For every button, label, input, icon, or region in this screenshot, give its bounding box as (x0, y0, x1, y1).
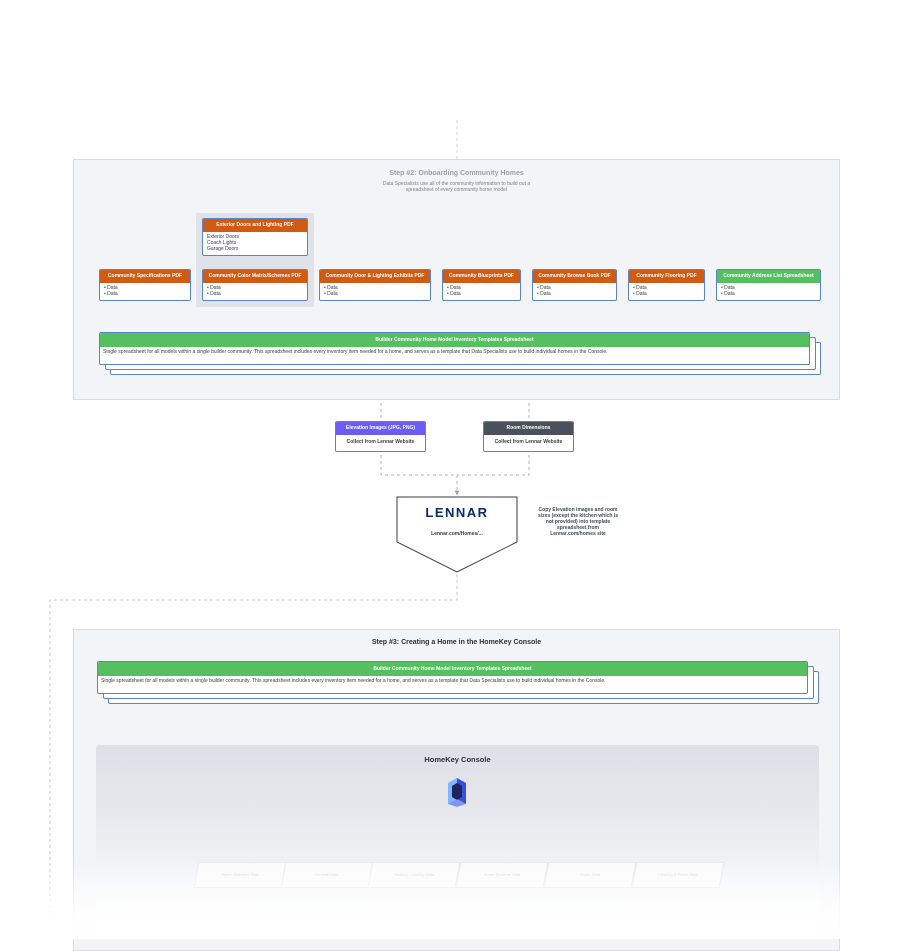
spreadsheet2-title: Builder Community Home Model Inventory T… (98, 662, 807, 676)
spreadsheet1-desc: Single spreadsheet for all models within… (103, 349, 608, 355)
console-title: HomeKey Console (424, 755, 491, 764)
exterior-line: Garage Doors (207, 246, 239, 252)
copy-note: Copy Elevation images and room sizes (ex… (528, 507, 628, 537)
exterior-doors-body: Exterior Doors Coach Lights Garage Doors (203, 232, 307, 254)
copy-note-line: sizes (except the kitchen which is (537, 513, 619, 519)
exterior-doors-header: Exterior Doors and Lighting PDF (203, 219, 307, 232)
connector-elevation-lennar (380, 455, 457, 476)
doc-card-browse-book[interactable]: Community Browse Book PDF • Data• Data (532, 269, 617, 301)
bullet: • Data (721, 291, 735, 297)
doc-card-body: • Data• Data (629, 283, 704, 299)
exterior-doors-card[interactable]: Exterior Doors and Lighting PDF Exterior… (202, 218, 308, 256)
bullet: • Data (104, 291, 118, 297)
bullet: • Data (537, 285, 551, 291)
elevation-images-card[interactable]: Elevation Images (JPG, PNG) Collect from… (335, 421, 426, 452)
bullet: • Data (324, 285, 338, 291)
bullet: • Data (633, 285, 647, 291)
bullet: • Data (104, 285, 118, 291)
doc-card-body: • Data• Data (100, 283, 190, 299)
doc-card-body: • Data• Data (203, 283, 307, 299)
room-dimensions-card[interactable]: Room Dimensions Collect from Lennar Webs… (483, 421, 574, 452)
bullet: • Data (324, 291, 338, 297)
exterior-line: Exterior Doors (207, 234, 239, 240)
doc-card-blueprints[interactable]: Community Blueprints PDF • Data• Data (442, 269, 521, 301)
step3-title: Step #3: Creating a Home in the HomeKey … (371, 639, 542, 646)
doc-card-header: Community Specifications PDF (100, 270, 190, 283)
spreadsheet2-desc: Single spreadsheet for all models within… (101, 678, 606, 684)
copy-note-line: not provided) into template (545, 519, 611, 525)
doc-card-header: Community Door & Lighting Exhibits PDF (320, 270, 430, 283)
doc-card-header: Community Blueprints PDF (443, 270, 520, 283)
bullet: • Data (537, 291, 551, 297)
step2-title: Step #2: Onboarding Community Homes (389, 170, 524, 177)
doc-card-body: • Data• Data (443, 283, 520, 299)
bottom-fade (0, 860, 915, 939)
doc-card-address-list[interactable]: Community Address List Spreadsheet • Dat… (716, 269, 821, 301)
doc-card-specifications[interactable]: Community Specifications PDF • Data• Dat… (99, 269, 191, 301)
spreadsheet2-card[interactable]: Builder Community Home Model Inventory T… (97, 661, 808, 694)
bullet: • Data (447, 285, 461, 291)
copy-note-line: Copy Elevation images and room (538, 507, 618, 513)
elevation-header: Elevation Images (JPG, PNG) (336, 422, 425, 435)
copy-note-line: Lennar.com/homes site (550, 531, 606, 537)
elevation-body: Collect from Lennar Website (346, 439, 415, 445)
lennar-shape[interactable] (396, 496, 518, 574)
doc-card-color-matrix[interactable]: Community Color Matrix/Schemes PDF • Dat… (202, 269, 308, 301)
doc-card-header: Community Address List Spreadsheet (717, 270, 820, 283)
bullet: • Data (721, 285, 735, 291)
spreadsheet1-title: Builder Community Home Model Inventory T… (100, 333, 809, 347)
doc-card-header: Community Color Matrix/Schemes PDF (203, 270, 307, 283)
connector-lennar-down (49, 574, 458, 939)
doc-card-header: Community Flooring PDF (629, 270, 704, 283)
doc-card-header: Community Browse Book PDF (533, 270, 616, 283)
bullet: • Data (447, 291, 461, 297)
doc-card-door-lighting[interactable]: Community Door & Lighting Exhibits PDF •… (319, 269, 431, 301)
room-dimensions-header: Room Dimensions (484, 422, 573, 435)
bullet: • Data (207, 285, 221, 291)
room-dimensions-body: Collect from Lennar Website (494, 439, 563, 445)
step2-subtitle-1: Data Specialists use all of the communit… (382, 181, 531, 187)
doc-card-body: • Data• Data (717, 283, 820, 299)
bullet: • Data (633, 291, 647, 297)
copy-note-line: spreadsheet from (557, 525, 599, 531)
spreadsheet1-card[interactable]: Builder Community Home Model Inventory T… (99, 332, 810, 365)
connector-room-lennar (457, 455, 530, 476)
homekey-logo-icon (448, 778, 466, 807)
doc-card-body: • Data• Data (320, 283, 430, 299)
step2-subtitle-2: spreadsheet of every community home mode… (405, 187, 508, 193)
bullet: • Data (207, 291, 221, 297)
doc-card-body: • Data• Data (533, 283, 616, 299)
exterior-line: Coach Lights (207, 240, 237, 246)
lennar-logo: LENNAR (425, 505, 489, 520)
lennar-url: Lennar.com/Homes/... (431, 531, 483, 537)
doc-card-flooring[interactable]: Community Flooring PDF • Data• Data (628, 269, 705, 301)
